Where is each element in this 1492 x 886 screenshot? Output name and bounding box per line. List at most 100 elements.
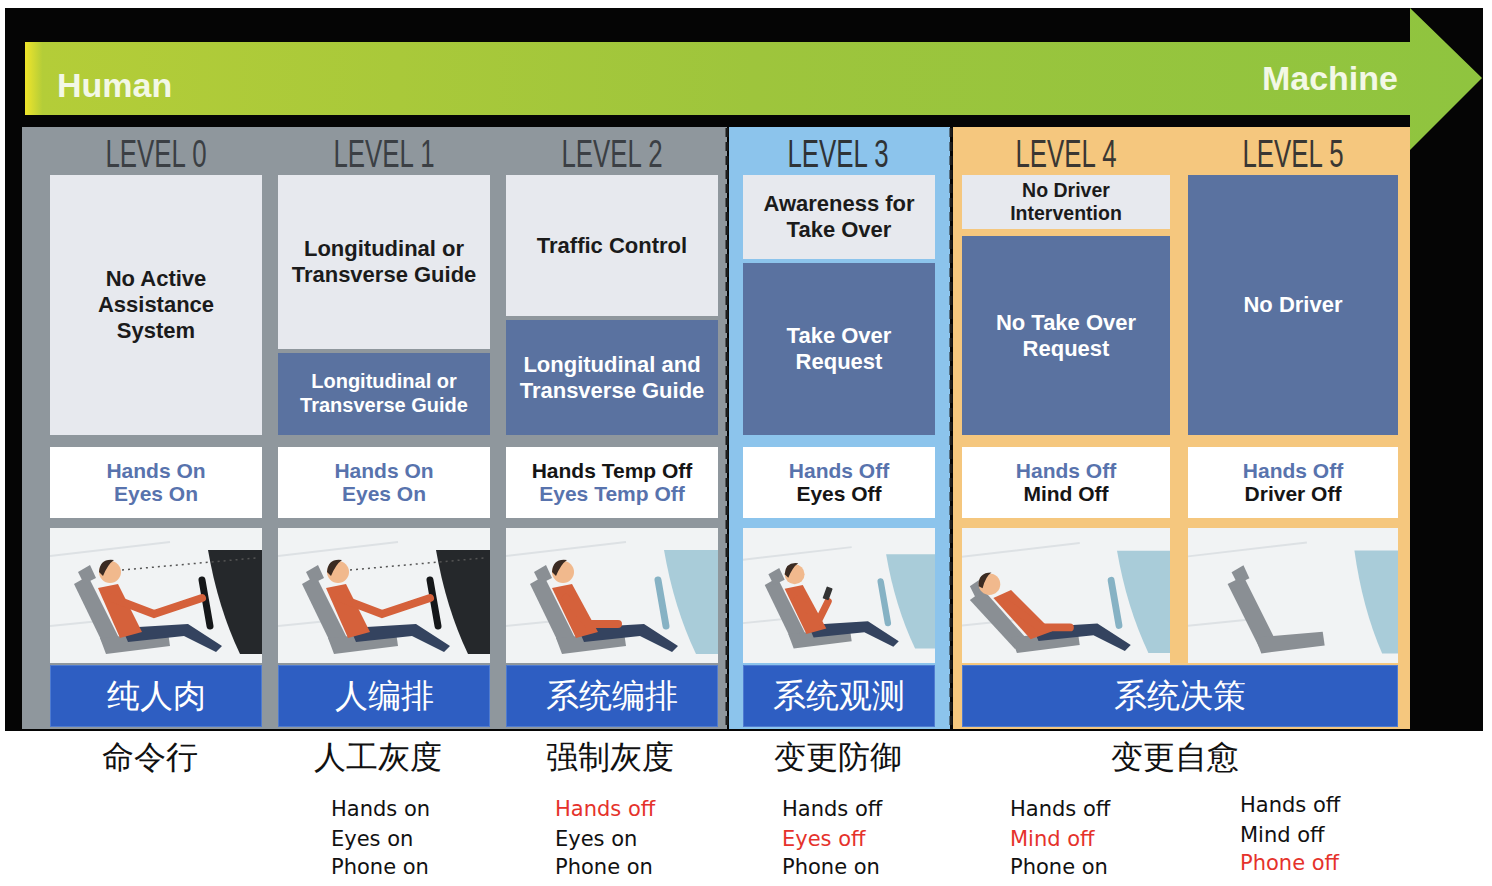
arrow-end-label: Machine <box>1262 58 1398 98</box>
driver-state-box: Hands Temp OffEyes Temp Off <box>506 447 718 518</box>
box-text: Awareness for Take Over <box>751 191 927 243</box>
mode-band: 系统决策 <box>962 665 1398 727</box>
level-heading: LEVEL 1 <box>309 133 459 175</box>
driver-illustration <box>278 542 490 654</box>
state-note: Eyes on <box>555 827 637 852</box>
mode-text: 人编排 <box>287 676 481 716</box>
practice-label: 变更防御 <box>688 738 988 776</box>
state-note: Hands off <box>555 797 655 822</box>
state-note: Eyes off <box>782 827 866 852</box>
illustration-frame <box>50 528 262 663</box>
orange-panel-ground <box>953 127 1410 729</box>
box-text: Eyes On <box>58 483 254 505</box>
empty-seat-illustration <box>1188 543 1398 654</box>
mode-band: 系统编排 <box>506 665 718 727</box>
practice-label: 命令行 <box>0 738 300 776</box>
box-text: Longitudinal or Transverse Guide <box>286 370 482 417</box>
illustration-frame <box>1188 528 1398 663</box>
practice-label: 人工灰度 <box>228 738 528 776</box>
state-note: Hands off <box>1240 793 1340 818</box>
human-machine-arrow: Human Machine <box>22 8 1484 150</box>
driver-illustration <box>506 542 718 654</box>
state-note: Hands off <box>782 797 882 822</box>
dashed-divider <box>726 128 729 729</box>
mode-text: 系统决策 <box>971 676 1389 716</box>
box-text: Eyes Off <box>751 483 927 505</box>
arrow-end-label: Human <box>57 65 172 105</box>
function-box: No Active Assistance System <box>50 175 262 435</box>
box-text: Mind Off <box>970 483 1162 505</box>
driver-state-box: Hands OffDriver Off <box>1188 447 1398 518</box>
illustration-frame <box>506 528 718 663</box>
level-group-panel: LEVEL 0 LEVEL 1 LEVEL 2 No Active Assistanc… <box>22 127 727 729</box>
illustration-frames <box>50 528 1398 663</box>
mode-text: 系统编排 <box>515 676 709 716</box>
level-heading: LEVEL 2 <box>537 133 687 175</box>
level-group-panel: LEVEL 3Awareness for Take OverTake Over … <box>729 127 950 729</box>
mode-band: 纯人肉 <box>50 665 262 727</box>
state-note: Eyes on <box>331 827 413 852</box>
box-text: Take Over Request <box>751 323 927 375</box>
practice-label: 强制灰度 <box>460 738 760 776</box>
system-box: Take Over Request <box>743 263 935 435</box>
driver-illustration <box>743 547 935 648</box>
box-text: Traffic Control <box>514 233 710 259</box>
system-box: Longitudinal or Transverse Guide <box>278 353 490 435</box>
system-box: Longitudinal and Transverse Guide <box>506 320 718 435</box>
box-text: No Active Assistance System <box>58 266 254 344</box>
level-heading: LEVEL 5 <box>1218 133 1368 175</box>
driver-state-box: Hands OffEyes Off <box>743 447 935 518</box>
box-text: Hands Temp Off <box>514 460 710 482</box>
dark-ground <box>5 8 1483 731</box>
driver-illustration <box>50 542 262 654</box>
state-note: Mind off <box>1240 823 1325 848</box>
function-box: Longitudinal or Transverse Guide <box>278 175 490 349</box>
mode-band: 人编排 <box>278 665 490 727</box>
box-text: Hands Off <box>751 460 927 482</box>
level-group-panel: LEVEL 4 LEVEL 5 No Driver Intervention No T… <box>953 127 1410 729</box>
box-text: Longitudinal or Transverse Guide <box>286 236 482 288</box>
dashed-divider <box>950 128 953 729</box>
blue-panel-ground <box>729 127 950 729</box>
box-text: Driver Off <box>1196 483 1390 505</box>
box-text: Eyes Temp Off <box>514 483 710 505</box>
box-text: No Take Over Request <box>970 310 1162 362</box>
driver-state-box: Hands OnEyes On <box>278 447 490 518</box>
mode-text: 系统观测 <box>752 676 926 716</box>
illustration-frame <box>743 528 935 663</box>
box-text: Hands On <box>286 460 482 482</box>
box-text: Hands Off <box>1196 460 1390 482</box>
system-box: No Take Over Request <box>962 236 1170 435</box>
mode-text: 纯人肉 <box>59 676 253 716</box>
driver-state-box: Hands OnEyes On <box>50 447 262 518</box>
function-box: Traffic Control <box>506 175 718 316</box>
arrow-polygon <box>25 8 1482 150</box>
state-note: Phone on <box>555 855 653 880</box>
practice-label: 变更自愈 <box>1025 738 1325 776</box>
function-box: Awareness for Take Over <box>743 175 935 259</box>
box-text: Hands Off <box>970 460 1162 482</box>
box-text: Hands On <box>58 460 254 482</box>
illustration-frame <box>962 528 1170 663</box>
state-note: Phone off <box>1240 851 1339 876</box>
box-text: Longitudinal and Transverse Guide <box>514 352 710 404</box>
system-box: No Driver <box>1188 175 1398 435</box>
box-text: Eyes On <box>286 483 482 505</box>
level-heading: LEVEL 4 <box>991 133 1141 175</box>
mode-band: 系统观测 <box>743 665 935 727</box>
passenger-illustration <box>962 543 1170 653</box>
box-text: No Driver <box>1196 292 1390 318</box>
state-note: Phone on <box>1010 855 1108 880</box>
state-note: Phone on <box>331 855 429 880</box>
level-heading: LEVEL 0 <box>81 133 231 175</box>
grey-panel-ground <box>22 127 727 729</box>
state-note: Phone on <box>782 855 880 880</box>
driver-state-box: Hands OffMind Off <box>962 447 1170 518</box>
state-note: Hands off <box>1010 797 1110 822</box>
state-note: Hands on <box>331 797 430 822</box>
illustration-frame <box>278 528 490 663</box>
function-box: No Driver Intervention <box>962 175 1170 229</box>
box-text: No Driver Intervention <box>970 179 1162 225</box>
